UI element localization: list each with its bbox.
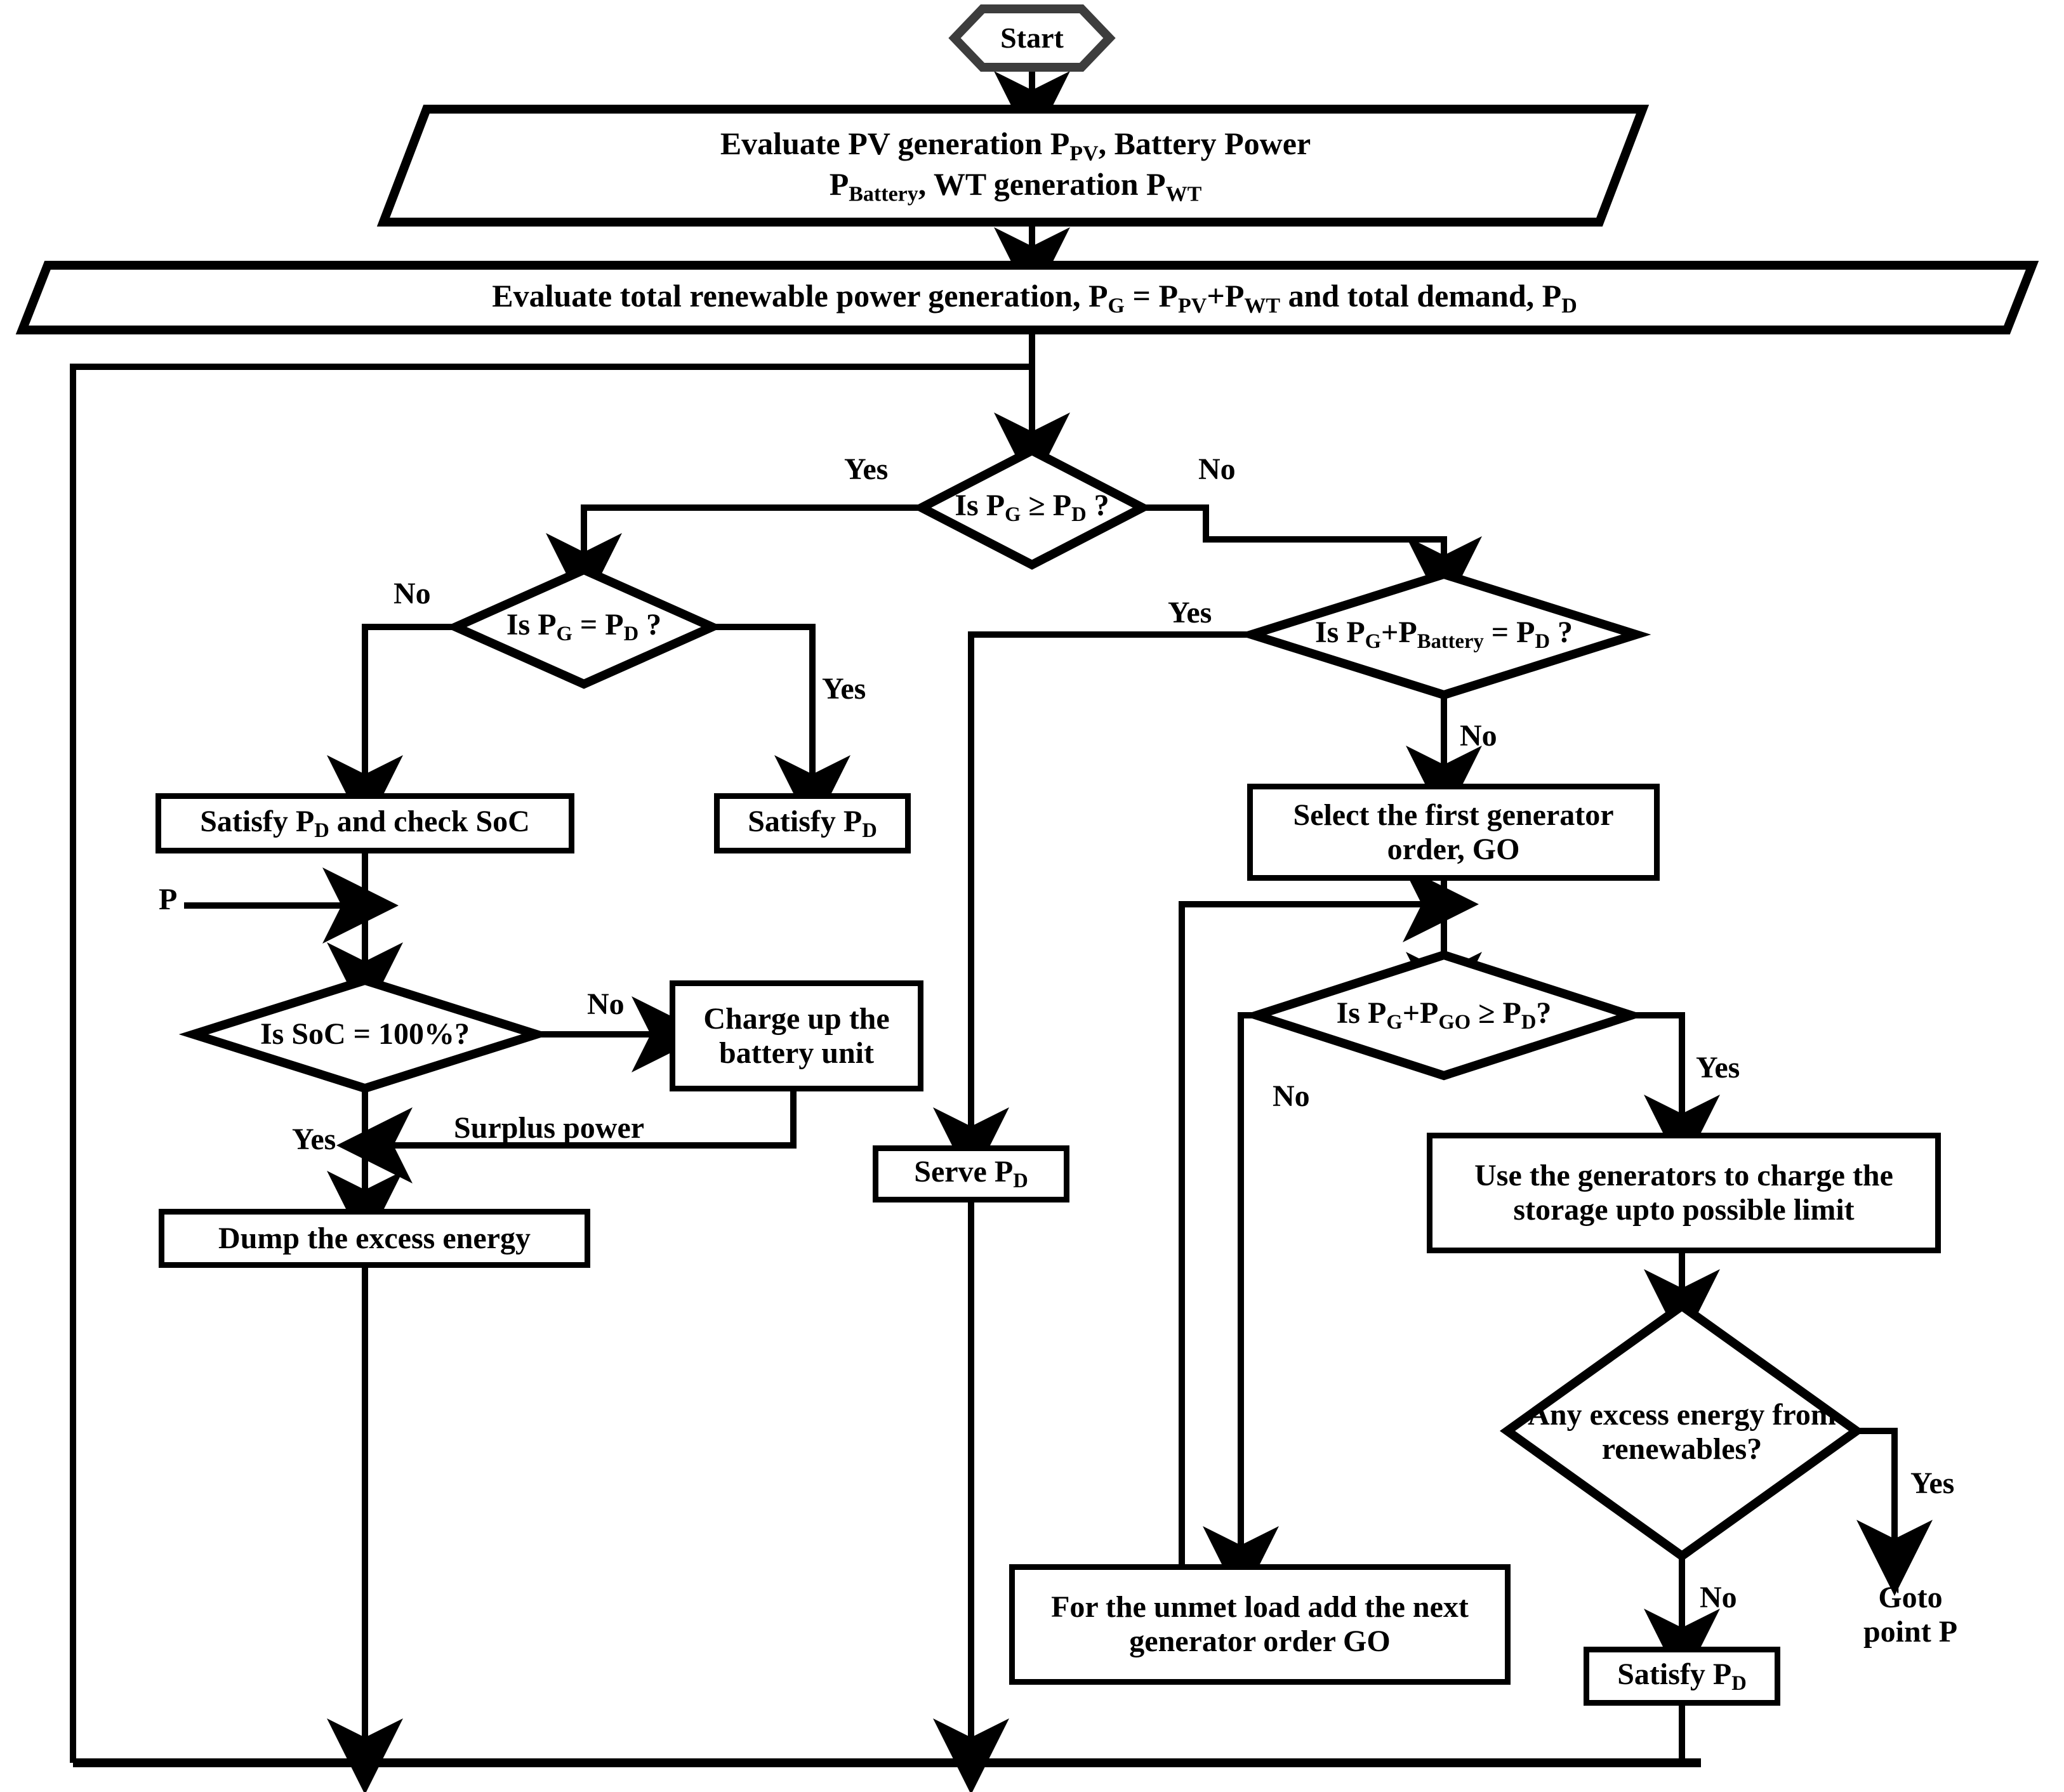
edge-label-point-p: P xyxy=(159,883,178,916)
box-satisfy-pd-final[interactable]: Satisfy PD xyxy=(1584,1647,1780,1706)
edge-label-d3-yes: Yes xyxy=(1168,596,1212,629)
decision-pg-go-ge-pd xyxy=(1242,950,1646,1081)
box-dump-excess-energy[interactable]: Dump the excess energy xyxy=(159,1209,590,1268)
decision-excess-renewables xyxy=(1499,1300,1865,1562)
decision-pg-ge-pd xyxy=(911,445,1153,570)
box-satisfy-pd-check-soc[interactable]: Satisfy PD and check SoC xyxy=(155,793,574,853)
box-charge-battery-unit[interactable]: Charge up the battery unit xyxy=(670,980,923,1091)
edge-label-surplus-power: Surplus power xyxy=(454,1111,645,1145)
decision-soc-100 xyxy=(178,975,552,1093)
edge-label-d4-no: No xyxy=(587,987,625,1021)
edge-label-d3-no: No xyxy=(1460,719,1497,753)
edge-label-d6-no: No xyxy=(1700,1581,1737,1614)
box-satisfy-pd[interactable]: Satisfy PD xyxy=(714,793,911,853)
edge-label-d5-yes: Yes xyxy=(1696,1051,1740,1084)
decision-pg-eq-pd xyxy=(444,565,724,689)
io-evaluate-sources xyxy=(376,105,1650,227)
start-terminator xyxy=(948,4,1116,72)
edge-label-d2-yes: Yes xyxy=(822,672,866,706)
edge-label-d5-no: No xyxy=(1273,1079,1310,1113)
decision-pg-batt-eq-pd xyxy=(1236,569,1651,700)
edge-label-d1-no: No xyxy=(1198,452,1236,486)
box-serve-pd[interactable]: Serve PD xyxy=(873,1145,1069,1202)
edge-label-d4-yes: Yes xyxy=(292,1123,336,1156)
io-evaluate-total xyxy=(15,261,2039,334)
edge-label-d2-no: No xyxy=(394,577,431,610)
box-use-generators-charge-storage[interactable]: Use the generators to charge the storage… xyxy=(1427,1133,1941,1253)
box-unmet-load-next-generator[interactable]: For the unmet load add the next generato… xyxy=(1009,1564,1511,1685)
edge-label-d1-yes: Yes xyxy=(844,452,889,486)
box-select-first-generator-order[interactable]: Select the first generator order, GO xyxy=(1247,784,1660,881)
edge-label-d6-yes: Yes xyxy=(1910,1466,1955,1500)
